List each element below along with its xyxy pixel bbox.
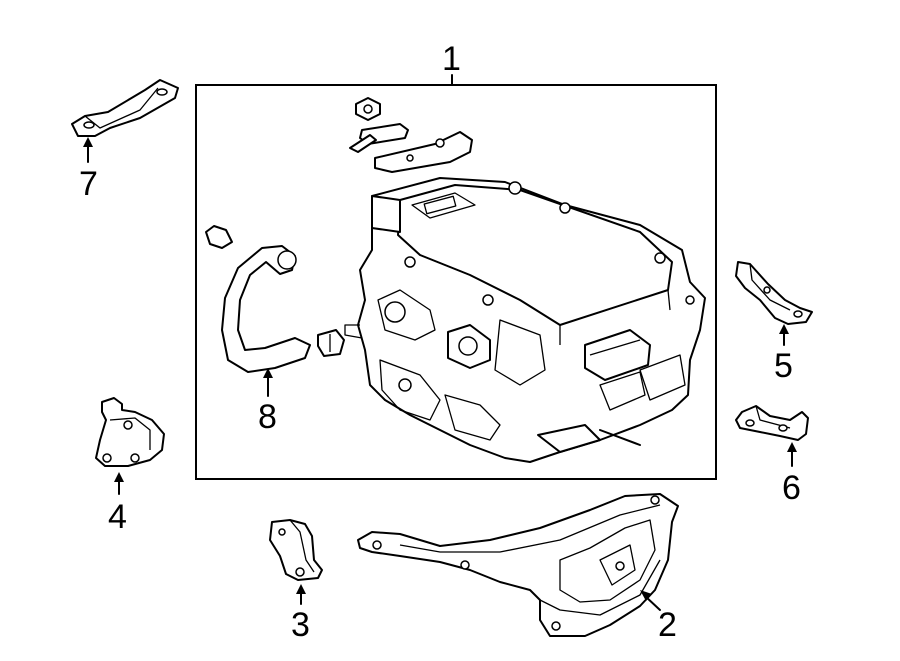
callout-label-1: 1 (442, 40, 461, 78)
callout-label-8: 8 (258, 398, 277, 436)
callout-label-5: 5 (774, 347, 793, 385)
side-bracket-left[interactable] (95, 397, 165, 495)
callout-label-4: 4 (108, 498, 127, 536)
upper-bracket[interactable] (71, 79, 179, 163)
coolant-hose[interactable] (205, 225, 345, 397)
side-bracket-right[interactable] (735, 261, 813, 346)
under-cover-bracket[interactable] (357, 493, 679, 637)
callout-label-3: 3 (291, 606, 310, 644)
front-bracket[interactable] (269, 519, 323, 605)
callout-label-2: 2 (658, 606, 677, 644)
assembly-frame (195, 84, 717, 480)
inverter-assembly[interactable] (344, 97, 706, 463)
callout-1[interactable]: 1 (442, 40, 461, 86)
callout-label-6: 6 (782, 469, 801, 507)
lower-bracket-right[interactable] (735, 405, 809, 467)
callout-label-7: 7 (79, 165, 98, 203)
